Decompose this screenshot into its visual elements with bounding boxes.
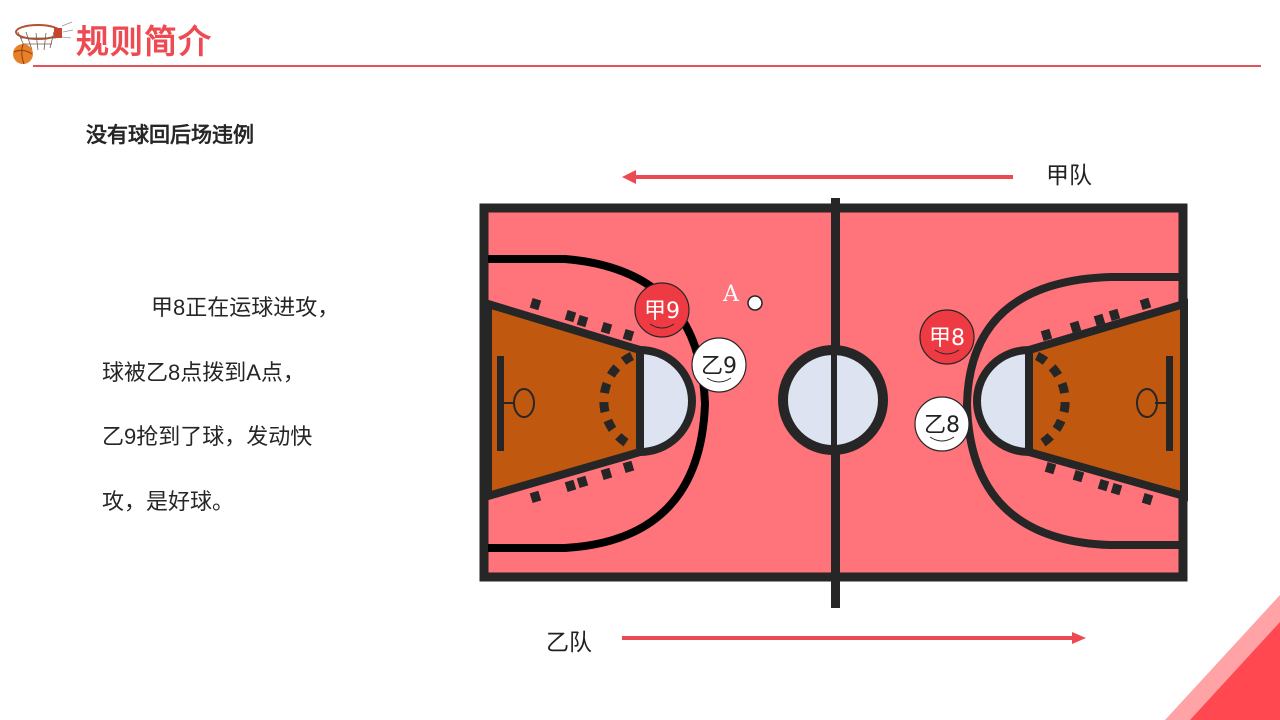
player-jia-8: 甲8: [919, 309, 975, 365]
point-a-marker: [747, 295, 763, 311]
team-b-direction-arrow: [622, 632, 1086, 644]
team-a-label: 甲队: [1046, 162, 1092, 188]
rule-description: 甲8正在运球进攻， 球被乙8点拨到A点， 乙9抢到了球，发动快 攻，是好球。: [102, 276, 402, 534]
page-title: 规则简介: [76, 23, 212, 60]
player-jia-9: 甲9: [634, 282, 690, 338]
team-b-label: 乙队: [546, 629, 592, 655]
basketball-hoop-icon: [13, 21, 74, 65]
svg-text:甲9: 甲9: [644, 299, 680, 324]
left-hoop: [513, 388, 535, 418]
description-line: 球被乙8点拨到A点，: [102, 359, 305, 385]
team-a-direction-arrow: [622, 170, 1013, 184]
player-yi-9: 乙9: [691, 337, 747, 393]
left-backboard: [497, 356, 504, 451]
description-line: 甲8正在运球进攻，: [151, 295, 340, 320]
right-backboard: [1166, 356, 1173, 451]
header-divider: [33, 65, 1261, 67]
svg-text:乙9: 乙9: [701, 354, 737, 379]
description-line: 乙9抢到了球，发动快: [102, 424, 313, 449]
right-hoop: [1136, 388, 1158, 418]
svg-text:乙8: 乙8: [924, 413, 960, 438]
point-a-label: A: [722, 282, 740, 307]
description-line: 攻，是好球。: [102, 488, 235, 514]
right-three-point-line: [962, 273, 1180, 549]
right-free-throw-circle: [973, 345, 1033, 457]
player-yi-8: 乙8: [914, 396, 970, 452]
corner-decoration: [1165, 595, 1280, 720]
svg-text:甲8: 甲8: [929, 326, 965, 351]
section-subtitle: 没有球回后场违例: [86, 124, 254, 147]
left-free-throw-circle: [636, 345, 696, 457]
left-three-point-line: [488, 255, 710, 552]
